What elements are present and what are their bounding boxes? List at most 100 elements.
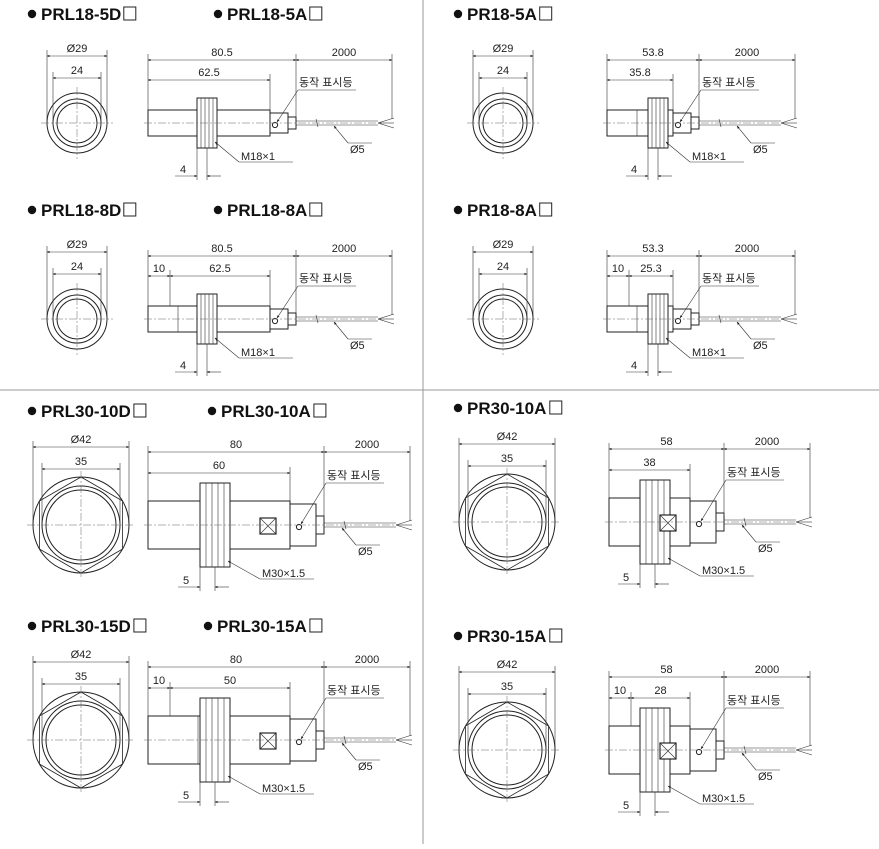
indicator-label: 동작 표시등 (327, 469, 381, 482)
thread-leader (227, 560, 261, 580)
indicator-led-icon (271, 317, 279, 325)
panel-title: PR30-15A (467, 627, 546, 646)
outer-diameter-label: Ø29 (67, 239, 88, 251)
nut-thickness-label: 5 (183, 790, 189, 802)
cable-length-label: 2000 (332, 243, 356, 255)
cable-wire-line (377, 122, 395, 129)
title-bullet-icon (27, 9, 37, 19)
indicator-leader (700, 479, 727, 522)
suffix-box-icon (549, 400, 563, 415)
suffix-box-icon (539, 6, 553, 21)
title-bullet-icon (207, 406, 217, 416)
outer-diameter-label: Ø42 (497, 431, 518, 443)
cable-dia-leader (333, 125, 349, 144)
threaded-length-label: 28 (654, 685, 666, 697)
thread-label: M18×1 (692, 151, 726, 163)
front-view: Ø29 24 (41, 239, 113, 355)
panel-title: PRL18-8D (41, 201, 121, 220)
cable-dia-label: Ø5 (358, 761, 373, 773)
threaded-length-label: 35.8 (629, 67, 650, 79)
panel-title: PR18-5A (467, 5, 537, 24)
suffix-box-icon (539, 202, 553, 217)
cable-wire-line (795, 744, 813, 751)
title-bullet-icon (453, 403, 463, 413)
cable-dia-label: Ø5 (753, 340, 768, 352)
threaded-length-label: 62.5 (198, 67, 219, 79)
title-bullet-icon (453, 9, 463, 19)
thread-label: M30×1.5 (262, 568, 305, 580)
cable-dia-leader (341, 527, 357, 546)
panel-title: PRL30-10A (221, 402, 311, 421)
outer-diameter-label: Ø29 (493, 239, 514, 251)
panel-title: PRL18-5D (41, 5, 121, 24)
total-length-label: 53.8 (642, 47, 663, 59)
indicator-leader (700, 707, 727, 750)
title-bullet-icon (213, 205, 223, 215)
cable-wire-line (377, 117, 395, 124)
thread-label: M30×1.5 (262, 783, 305, 795)
cable-dia-leader (341, 742, 357, 761)
title-bullet-icon (453, 631, 463, 641)
cable-wire-line (395, 519, 413, 526)
cable-wire-line (795, 516, 813, 523)
threaded-length-label: 60 (213, 460, 225, 472)
threaded-length-label: 62.5 (209, 263, 230, 275)
panel-title: PR30-10A (467, 399, 546, 418)
cable-wire-line (795, 521, 813, 528)
thread-leader (214, 337, 240, 359)
cable-length-label: 2000 (755, 436, 779, 448)
cable-wire-line (780, 318, 798, 325)
nut-thickness-label: 4 (180, 164, 186, 176)
thread-leader (667, 557, 701, 577)
indicator-led-icon (695, 748, 703, 756)
cable-length-label: 2000 (735, 243, 759, 255)
inner-diameter-label: 24 (497, 65, 509, 77)
marking-cross-line (659, 742, 677, 760)
suffix-box-icon (123, 6, 137, 21)
cable-dia-label: Ø5 (358, 546, 373, 558)
nut-thickness-label: 4 (631, 164, 637, 176)
cable-wire-line (395, 739, 413, 746)
thread-leader (667, 785, 701, 805)
marking-cross-line (259, 732, 277, 750)
total-length-label: 80 (230, 439, 242, 451)
indicator-label: 동작 표시등 (727, 694, 781, 707)
cable-wire-line (780, 313, 798, 320)
suffix-box-icon (313, 403, 327, 418)
cable-dia-label: Ø5 (758, 771, 773, 783)
cable-dia-leader (333, 321, 349, 340)
inner-diameter-label: 24 (71, 261, 83, 273)
title-bullet-icon (453, 205, 463, 215)
panel-title: PRL30-15A (217, 617, 307, 636)
indicator-leader (679, 285, 702, 319)
thread-leader (665, 141, 691, 163)
thread-leader (227, 775, 261, 795)
cable-dia-label: Ø5 (758, 543, 773, 555)
nut-thickness-label: 4 (180, 360, 186, 372)
cable-wire-line (780, 117, 798, 124)
suffix-box-icon (123, 202, 137, 217)
indicator-leader (300, 482, 327, 525)
indicator-label: 동작 표시등 (327, 684, 381, 697)
suffix-box-icon (133, 618, 147, 633)
threaded-length-label: 50 (224, 675, 236, 687)
total-length-label: 80.5 (211, 47, 232, 59)
indicator-label: 동작 표시등 (702, 76, 756, 89)
indicator-leader (679, 89, 702, 123)
